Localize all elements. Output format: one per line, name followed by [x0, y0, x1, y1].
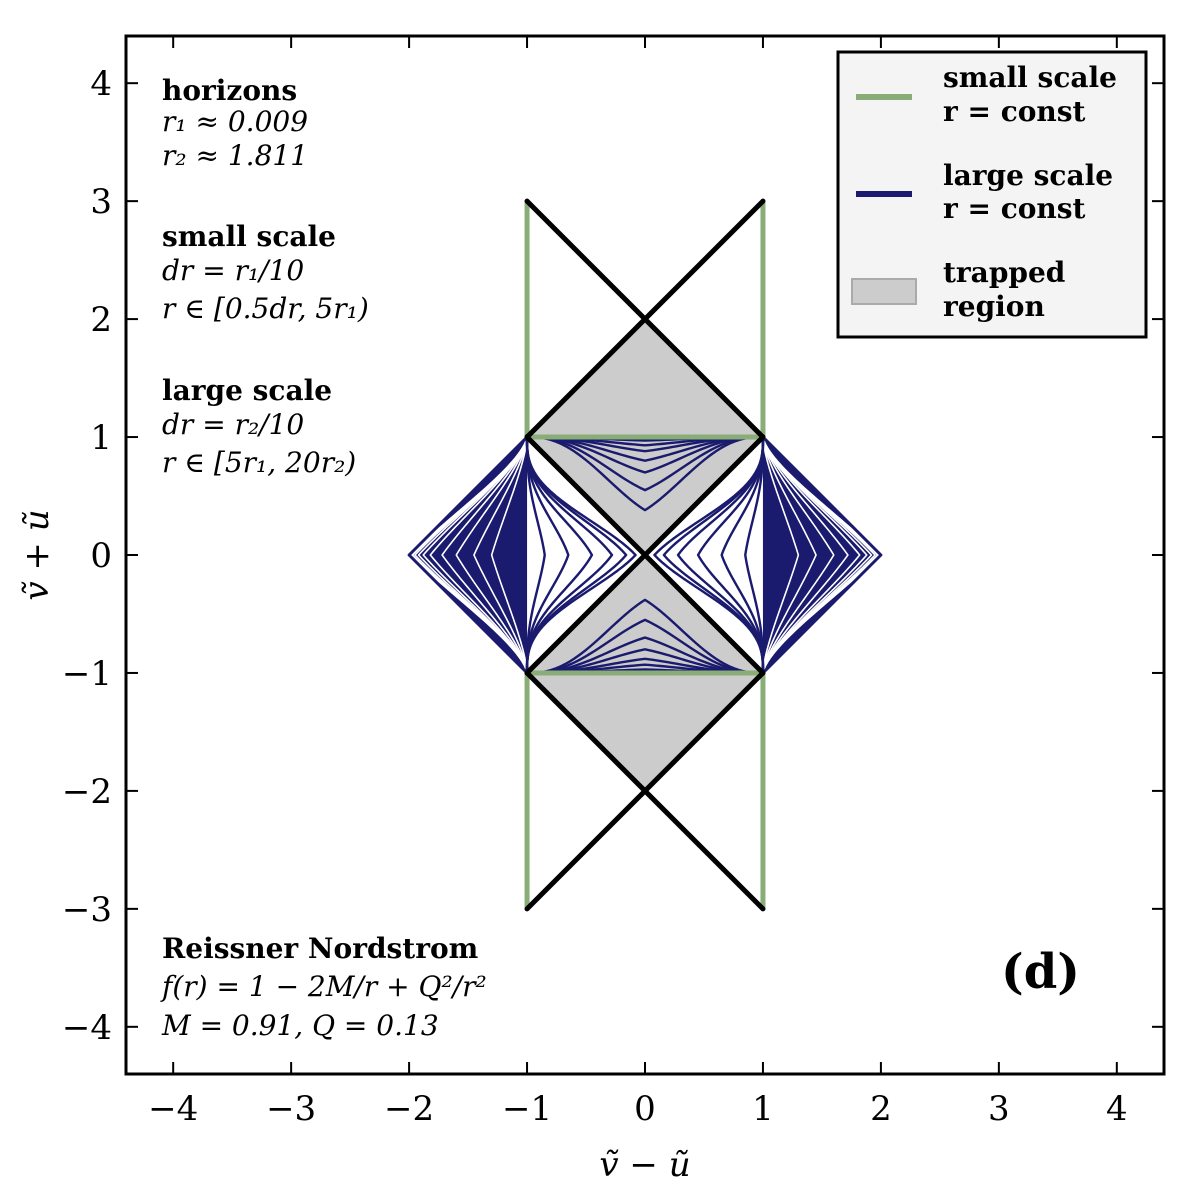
- annotation-model-title: Reissner Nordstrom: [162, 932, 478, 965]
- axis-ticks: −4 −3 −2 −1 0 1 2 3 4 −4 −3 −2 −1 0 1 2 3 4: [62, 36, 1164, 1129]
- annotation-small-scale-range: r ∈ [0.5dr, 5r₁): [162, 292, 369, 325]
- horizon-line-5: [524, 670, 766, 912]
- x-axis-label: ṽ − ũ: [599, 1145, 690, 1185]
- large-scale-curve-outer-right-0: [762, 436, 800, 674]
- annotation-model-params: M = 0.91, Q = 0.13: [161, 1009, 439, 1042]
- legend-label-small-scale-2: r = const: [943, 95, 1086, 128]
- annotation-large-scale-title: large scale: [162, 374, 332, 407]
- large-scale-curve-outer-left-0: [490, 436, 528, 674]
- large-scale-curve-trapped-top-6: [525, 435, 765, 512]
- x-tick-label-3: −1: [502, 1089, 552, 1129]
- y-tick-label-0: −4: [62, 1008, 112, 1048]
- x-tick-label-7: 3: [988, 1089, 1010, 1129]
- legend-swatch-trapped-region: [851, 278, 917, 305]
- y-tick-label-1: −3: [62, 890, 112, 930]
- large-scale-curve-outer-right-4: [762, 436, 861, 674]
- x-tick-label-6: 2: [870, 1089, 892, 1129]
- large-scale-curve-outer-left-1: [473, 436, 528, 674]
- x-tick-label-4: 0: [634, 1089, 656, 1129]
- y-tick-label-4: 0: [90, 536, 112, 576]
- annotation-horizons-r2: r₂ ≈ 1.811: [162, 139, 308, 172]
- legend-label-trapped-2: region: [943, 290, 1045, 323]
- panel-label: (d): [1001, 944, 1080, 1000]
- x-tick-label-1: −3: [266, 1089, 316, 1129]
- large-scale-curve-inner-left-5: [525, 435, 637, 675]
- large-scale-curve-trapped-bottom-5: [525, 618, 765, 675]
- y-tick-label-6: 2: [90, 300, 112, 340]
- legend-label-small-scale-1: small scale: [943, 61, 1117, 94]
- large-scale-curve-inner-right-1: [720, 435, 765, 675]
- legend-label-large-scale-1: large scale: [943, 159, 1113, 192]
- large-scale-curve-trapped-top-4: [525, 435, 765, 474]
- y-tick-label-2: −2: [62, 772, 112, 812]
- annotation-horizons-r1: r₁ ≈ 0.009: [162, 105, 308, 138]
- large-scale-curve-inner-left-1: [525, 435, 570, 675]
- horizon-line-3: [524, 434, 766, 676]
- large-scale-curve-outer-right-2: [762, 436, 835, 674]
- x-tick-label-5: 1: [752, 1089, 774, 1129]
- annotation-model: Reissner Nordstrom f(r) = 1 − 2M/r + Q²/…: [160, 932, 487, 1042]
- large-scale-curve-outer-right-3: [762, 436, 849, 674]
- large-scale-curve-inner-right-0: [744, 435, 765, 675]
- large-scale-curve-outer-left-2: [455, 436, 528, 674]
- annotation-small-scale-dr: dr = r₁/10: [162, 254, 304, 287]
- annotation-large-scale-dr: dr = r₂/10: [162, 408, 304, 441]
- large-scale-curve-inner-right-5: [653, 435, 765, 675]
- y-tick-label-8: 4: [90, 64, 112, 104]
- x-tick-label-2: −2: [384, 1089, 434, 1129]
- y-tick-label-7: 3: [90, 182, 112, 222]
- large-scale-curve-outer-left-3: [441, 436, 528, 674]
- large-scale-curve-inner-left-0: [525, 435, 546, 675]
- annotation-horizons-title: horizons: [162, 74, 297, 107]
- legend-label-large-scale-2: r = const: [943, 192, 1086, 225]
- legend-label-trapped-1: trapped: [943, 256, 1065, 289]
- y-tick-label-3: −1: [62, 654, 112, 694]
- x-tick-label-8: 4: [1106, 1089, 1128, 1129]
- large-scale-curve-outer-right-1: [762, 436, 817, 674]
- annotation-large-scale-range: r ∈ [5r₁, 20r₂): [162, 446, 356, 479]
- annotation-small-scale-title: small scale: [162, 220, 336, 253]
- y-tick-label-5: 1: [90, 418, 112, 458]
- annotation-small-scale: small scale dr = r₁/10 r ∈ [0.5dr, 5r₁): [162, 220, 369, 325]
- y-axis-label: ṽ + ũ: [17, 509, 57, 600]
- x-tick-label-0: −4: [148, 1089, 198, 1129]
- large-scale-curve-outer-left-4: [429, 436, 528, 674]
- horizon-line-1: [524, 198, 766, 440]
- legend: small scale r = const large scale r = co…: [836, 50, 1148, 339]
- annotation-model-metric: f(r) = 1 − 2M/r + Q²/r²: [160, 970, 487, 1003]
- large-scale-curve-inner-right-2: [696, 435, 765, 675]
- large-scale-curve-trapped-top-5: [525, 435, 765, 492]
- annotation-large-scale: large scale dr = r₂/10 r ∈ [5r₁, 20r₂): [162, 374, 356, 479]
- large-scale-curve-trapped-top-3: [525, 435, 765, 462]
- plot-area: [407, 198, 883, 912]
- large-scale-curve-trapped-bottom-4: [525, 636, 765, 675]
- annotation-horizons: horizons r₁ ≈ 0.009 r₂ ≈ 1.811: [162, 74, 308, 172]
- large-scale-curve-outer-right-5: [762, 436, 868, 674]
- large-scale-curve-trapped-bottom-6: [525, 598, 765, 675]
- large-scale-curve-outer-left-5: [422, 436, 528, 674]
- large-scale-curve-trapped-bottom-3: [525, 648, 765, 675]
- large-scale-curve-inner-left-2: [525, 435, 594, 675]
